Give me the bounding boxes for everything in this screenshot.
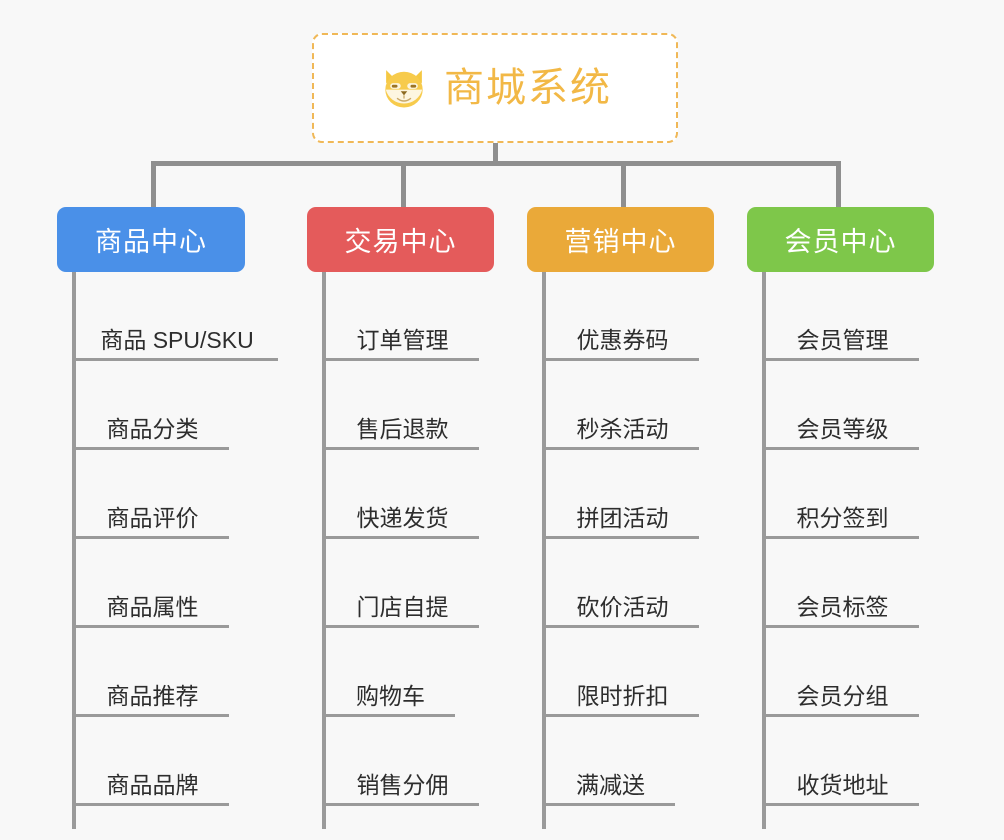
leaf-label-3-1: 优惠券码 xyxy=(576,326,669,353)
connector-drop-1 xyxy=(151,161,156,207)
leaf-label-4-5: 会员分组 xyxy=(796,682,889,709)
root-node-label: 商城系统 xyxy=(444,66,612,110)
leaf-item-2-5[interactable]: 购物车 xyxy=(322,628,455,717)
leaf-label-1-1: 商品 SPU/SKU xyxy=(100,326,254,353)
leaf-label-1-4: 商品属性 xyxy=(106,593,199,620)
leaf-label-4-3: 积分签到 xyxy=(796,504,889,531)
leaf-item-2-4[interactable]: 门店自提 xyxy=(322,539,479,628)
leaf-item-2-1[interactable]: 订单管理 xyxy=(322,272,479,361)
leaf-label-2-3: 快递发货 xyxy=(356,504,449,531)
leaf-label-2-2: 售后退款 xyxy=(356,415,449,442)
leaf-item-3-1[interactable]: 优惠券码 xyxy=(542,272,699,361)
leaf-item-3-4[interactable]: 砍价活动 xyxy=(542,539,699,628)
leaf-item-4-4[interactable]: 会员标签 xyxy=(762,539,919,628)
leaf-label-4-2: 会员等级 xyxy=(796,415,889,442)
leaf-item-1-6[interactable]: 商品品牌 xyxy=(72,717,229,806)
leaf-item-4-3[interactable]: 积分签到 xyxy=(762,450,919,539)
leaf-spine-1 xyxy=(72,272,76,829)
connector-horizontal-bus xyxy=(151,161,840,166)
leaf-label-4-6: 收货地址 xyxy=(796,771,889,798)
leaf-item-2-3[interactable]: 快递发货 xyxy=(322,450,479,539)
root-node-商城系统[interactable]: 商城系统 xyxy=(312,33,678,143)
leaf-label-1-2: 商品分类 xyxy=(106,415,199,442)
leaf-item-3-3[interactable]: 拼团活动 xyxy=(542,450,699,539)
category-label-3: 营销中心 xyxy=(564,227,677,257)
connector-root-stem xyxy=(493,143,498,164)
category-box-1[interactable]: 商品中心 xyxy=(57,207,245,272)
leaf-label-1-3: 商品评价 xyxy=(106,504,199,531)
leaf-label-2-1: 订单管理 xyxy=(356,326,449,353)
leaf-spine-4 xyxy=(762,272,766,829)
root-node-content: 商城系统 xyxy=(378,62,612,114)
leaf-label-1-6: 商品品牌 xyxy=(106,771,199,798)
leaf-label-1-5: 商品推荐 xyxy=(106,682,199,709)
leaf-item-4-1[interactable]: 会员管理 xyxy=(762,272,919,361)
connector-drop-2 xyxy=(401,161,406,207)
leaf-item-3-5[interactable]: 限时折扣 xyxy=(542,628,699,717)
leaf-label-2-5: 购物车 xyxy=(356,682,425,709)
leaf-item-4-6[interactable]: 收货地址 xyxy=(762,717,919,806)
shiba-dog-face-icon xyxy=(385,70,423,108)
connector-drop-3 xyxy=(621,161,626,207)
leaf-item-2-2[interactable]: 售后退款 xyxy=(322,361,479,450)
category-box-4[interactable]: 会员中心 xyxy=(747,207,934,272)
category-box-2[interactable]: 交易中心 xyxy=(307,207,494,272)
leaf-label-3-4: 砍价活动 xyxy=(576,593,669,620)
category-label-2: 交易中心 xyxy=(344,227,457,257)
leaf-label-2-4: 门店自提 xyxy=(356,593,449,620)
leaf-item-1-4[interactable]: 商品属性 xyxy=(72,539,229,628)
leaf-item-4-2[interactable]: 会员等级 xyxy=(762,361,919,450)
leaf-spine-3 xyxy=(542,272,546,829)
category-label-1: 商品中心 xyxy=(95,227,207,257)
leaf-item-1-5[interactable]: 商品推荐 xyxy=(72,628,229,717)
connector-drop-4 xyxy=(836,161,841,207)
leaf-spine-2 xyxy=(322,272,326,829)
leaf-label-4-4: 会员标签 xyxy=(796,593,889,620)
leaf-item-3-2[interactable]: 秒杀活动 xyxy=(542,361,699,450)
leaf-item-1-2[interactable]: 商品分类 xyxy=(72,361,229,450)
leaf-label-4-1: 会员管理 xyxy=(796,326,889,353)
leaf-label-3-3: 拼团活动 xyxy=(576,504,669,531)
leaf-label-3-6: 满减送 xyxy=(576,771,645,798)
leaf-item-1-1[interactable]: 商品 SPU/SKU xyxy=(72,272,278,361)
leaf-label-3-2: 秒杀活动 xyxy=(576,415,669,442)
leaf-item-4-5[interactable]: 会员分组 xyxy=(762,628,919,717)
leaf-label-3-5: 限时折扣 xyxy=(576,682,669,709)
leaf-label-2-6: 销售分佣 xyxy=(356,771,449,798)
category-box-3[interactable]: 营销中心 xyxy=(527,207,714,272)
leaf-item-3-6[interactable]: 满减送 xyxy=(542,717,675,806)
leaf-item-1-3[interactable]: 商品评价 xyxy=(72,450,229,539)
category-label-4: 会员中心 xyxy=(784,227,897,257)
leaf-item-2-6[interactable]: 销售分佣 xyxy=(322,717,479,806)
